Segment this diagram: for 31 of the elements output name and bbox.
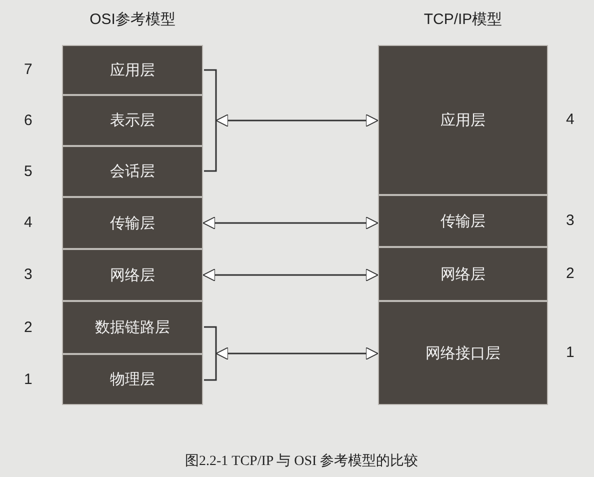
layer-number: 3 (566, 212, 574, 229)
double-arrow (202, 216, 378, 230)
layer-number: 2 (24, 318, 32, 336)
layer-box: 传输层 (62, 197, 203, 249)
layer-number: 4 (566, 111, 574, 128)
layer-number: 5 (24, 162, 32, 180)
layer-box: 物理层 (62, 354, 203, 405)
bracket (204, 69, 217, 172)
layer-box: 应用层 (378, 45, 548, 195)
caption: 图2.2-1 TCP/IP 与 OSI 参考模型的比较 (185, 452, 418, 470)
layer-number: 6 (24, 112, 32, 128)
layer-box: 数据链路层 (62, 301, 203, 354)
layer-box: 网络接口层 (378, 301, 548, 405)
column-heading: TCP/IP模型 (422, 10, 504, 29)
layer-number: 1 (566, 344, 574, 361)
layer-number: 1 (24, 370, 32, 388)
layer-number: 2 (566, 265, 574, 282)
layer-box: 表示层 (62, 95, 203, 146)
double-arrow (216, 114, 378, 127)
layer-number: 7 (24, 61, 32, 78)
column-heading: OSI参考模型 (88, 10, 176, 29)
layer-box: 网络层 (378, 247, 548, 301)
layer-box: 应用层 (62, 45, 203, 95)
bracket (204, 326, 217, 381)
layer-box: 传输层 (378, 195, 548, 247)
layer-box: 网络层 (62, 249, 203, 301)
double-arrow (202, 268, 378, 282)
layer-number: 4 (24, 214, 32, 231)
double-arrow (216, 347, 378, 360)
layer-box: 会话层 (62, 146, 203, 197)
layer-number: 3 (24, 266, 32, 283)
